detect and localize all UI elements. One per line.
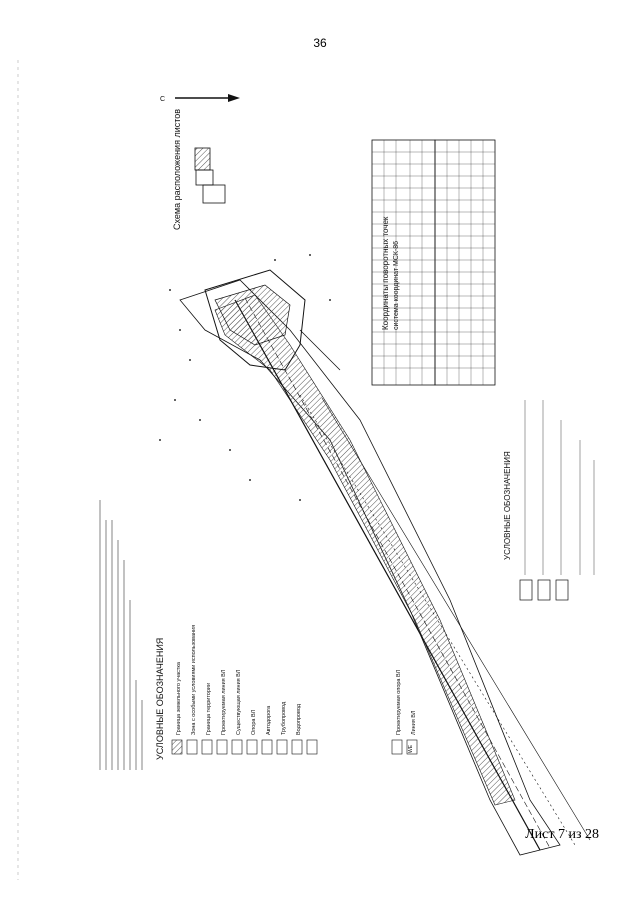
coords-table-subtitle: система координат МСК-86: [393, 241, 400, 330]
sheet-label: Лист 7 из 28: [525, 827, 599, 842]
legend-left-item: Трубопровод: [281, 701, 287, 735]
legend-left-title: УСЛОВНЫЕ ОБОЗНАЧЕНИЯ: [155, 638, 165, 760]
legend-left-item: Граница земельного участка: [176, 661, 182, 735]
site-structure: [204, 269, 341, 371]
north-arrow-icon: С: [160, 94, 240, 103]
legend-left: УСЛОВНЫЕ ОБОЗНАЧЕНИЯ WE: [155, 638, 418, 760]
legend-left-item: Существующая линия ВЛ: [236, 669, 242, 735]
scheme-label: Схема расположения листов: [172, 109, 182, 230]
legend-left-item: Проектируемая опора ВЛ: [396, 669, 402, 735]
coords-table: Координаты поворотных точек система коор…: [371, 139, 496, 386]
sheet-scheme-diagram: [194, 147, 226, 204]
legend-left-item: Водопровод: [296, 703, 302, 735]
corridor-band: [179, 279, 591, 856]
legend-left-item: Проектируемая линия ВЛ: [221, 669, 227, 735]
legend-left-item: Граница территории: [206, 683, 212, 735]
legend-left-items: Граница земельного участка Зона с особым…: [176, 625, 417, 735]
legend-bottom: УСЛОВНЫЕ ОБОЗНАЧЕНИЯ: [503, 400, 595, 601]
notes-block: [99, 500, 143, 770]
legend-left-item: Автодорога: [266, 705, 272, 735]
legend-left-item: Линия ВЛ: [411, 710, 417, 735]
legend-left-item: Зона с особыми условиями использования: [191, 625, 197, 735]
svg-text:С: С: [160, 96, 165, 103]
legend-bottom-title: УСЛОВНЫЕ ОБОЗНАЧЕНИЯ: [503, 451, 512, 560]
survey-points: [159, 254, 331, 501]
coords-table-title: Координаты поворотных точек: [381, 216, 390, 330]
legend-left-item: Опора ВЛ: [251, 709, 257, 735]
page-number: 36: [313, 36, 327, 50]
svg-text:WE: WE: [408, 744, 414, 753]
